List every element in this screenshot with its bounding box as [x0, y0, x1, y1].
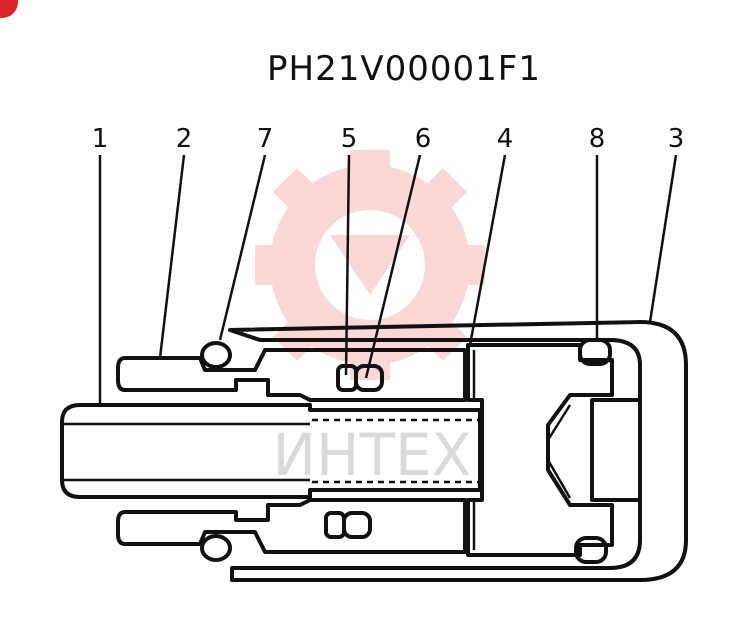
- part-label-6: 6: [415, 124, 432, 154]
- part-4-adapter-cone: [546, 404, 572, 499]
- part-7-o-ring-lower: [200, 534, 232, 562]
- drawing-number-title: PH21V00001F1: [267, 49, 541, 89]
- leader-line-4: [468, 154, 507, 346]
- part-3-outer-nut: [228, 320, 688, 582]
- part-label-1: 1: [92, 124, 109, 154]
- part-7-o-ring-upper: [200, 341, 232, 369]
- part-label-5: 5: [341, 124, 358, 154]
- part-2-collar-lower: [116, 498, 467, 554]
- part-label-8: 8: [589, 124, 606, 154]
- part-1-stem: [60, 403, 482, 499]
- corner-badge-icon: [0, 0, 18, 18]
- part-label-2: 2: [176, 124, 193, 154]
- part-8-o-ring-upper: [578, 338, 612, 366]
- watermark-text: ИНТЕХ: [273, 421, 472, 489]
- part-label-3: 3: [668, 124, 685, 154]
- part-5-backup-ring-lower: [324, 511, 346, 539]
- part-label-7: 7: [257, 124, 274, 154]
- part-label-4: 4: [497, 124, 514, 154]
- leader-line-3: [648, 154, 678, 323]
- leader-line-7: [218, 154, 267, 341]
- part-4-adapter: [466, 343, 614, 557]
- leader-line-5: [344, 154, 351, 376]
- leader-line-6: [364, 154, 422, 379]
- part-4-adapter-nose: [590, 398, 642, 502]
- leader-line-2: [158, 154, 186, 359]
- part-2-collar: [116, 348, 467, 402]
- part-6-seal-lower: [342, 511, 372, 539]
- part-8-o-ring-lower: [574, 536, 608, 564]
- watermark-gear-logo-icon: [255, 150, 485, 380]
